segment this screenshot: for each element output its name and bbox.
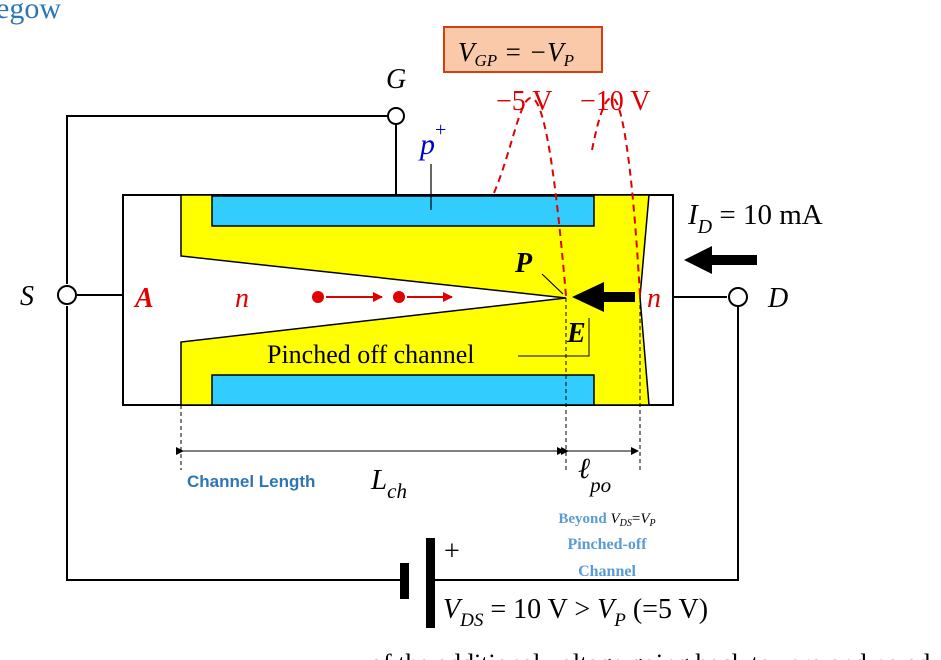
drain-label: D <box>767 283 788 314</box>
channel-length-symbol: Lch <box>370 464 407 503</box>
label-E: E <box>566 318 586 349</box>
vgp-callout-text: VGP = −VP <box>458 37 574 70</box>
field-arrow-E <box>572 282 635 312</box>
voltage-curve-10v <box>591 96 641 297</box>
bottom-text-fragment: of the additional voltage going back to … <box>370 649 930 660</box>
title-fragment: egow <box>0 0 61 25</box>
voltage-label-5v: −5 V <box>496 86 553 117</box>
pinched-bracket <box>518 318 590 357</box>
top-gate-p-plus <box>211 195 595 227</box>
P-pointer <box>541 273 564 295</box>
drain-current-arrow <box>684 246 757 274</box>
drain-current-label: ID = 10 mA <box>687 199 823 238</box>
drain-terminal <box>728 287 748 307</box>
battery-long-plate <box>426 538 435 628</box>
electron-2 <box>393 291 405 303</box>
vgp-callout-box <box>443 26 603 73</box>
battery-left-wire <box>66 306 402 581</box>
bottom-gate-p-plus <box>211 374 595 406</box>
voltage-curve-5v <box>493 96 567 297</box>
external-circuit <box>66 115 739 581</box>
electron-1 <box>312 291 324 303</box>
label-A: A <box>133 283 154 314</box>
p-plus-label: p+ <box>418 119 446 161</box>
gate-label: G <box>386 64 406 95</box>
beyond-caption-line2: Pinched-off <box>567 536 647 553</box>
beyond-caption-line3: Channel <box>578 563 636 580</box>
source-label: S <box>20 281 34 312</box>
label-n-right: n <box>647 283 661 314</box>
label-P: P <box>514 248 533 279</box>
pinched-channel-label: Pinched off channel <box>267 340 474 369</box>
vds-label: VDS = 10 V > VP (=5 V) <box>443 594 708 631</box>
source-terminal <box>57 285 77 305</box>
battery-right-wire <box>432 306 739 581</box>
lpo-symbol: ℓpo <box>578 453 611 497</box>
battery-short-plate <box>400 563 409 599</box>
channel-length-caption: Channel Length <box>187 472 315 491</box>
voltage-label-10v: −10 V <box>580 86 651 117</box>
dimension-guides <box>180 298 641 470</box>
gate-to-source-wire <box>66 115 388 284</box>
beyond-caption-line1: Beyond VDS=VP <box>558 511 655 529</box>
gate-terminal <box>387 107 405 125</box>
label-n-left: n <box>235 283 249 314</box>
battery-plus: + <box>444 536 460 567</box>
